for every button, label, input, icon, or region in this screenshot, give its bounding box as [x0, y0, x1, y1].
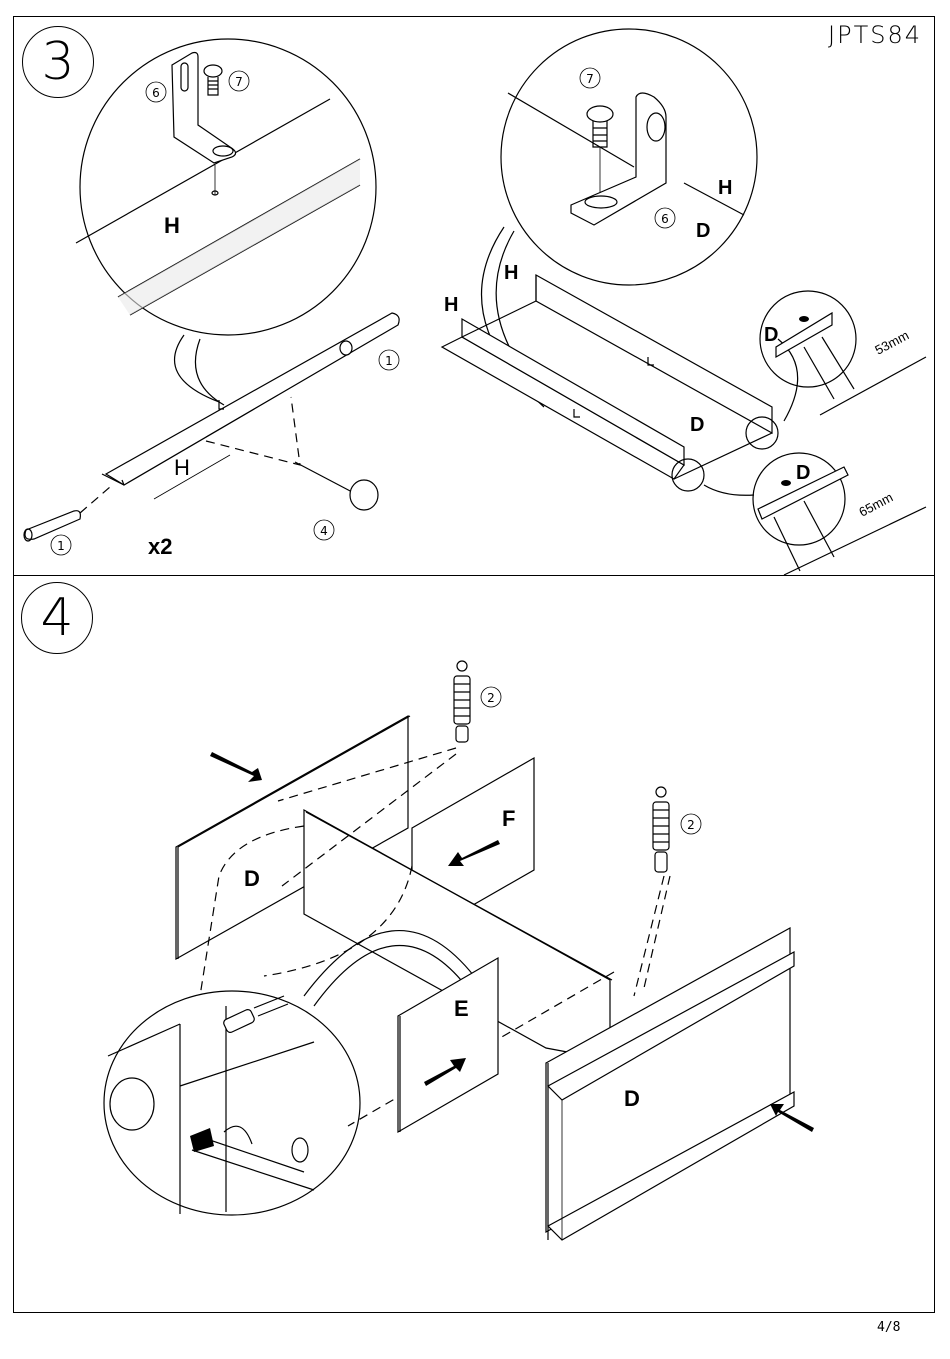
- cam-bolt-top-icon: [453, 660, 471, 743]
- offset-zoom-bottom: [703, 452, 927, 576]
- panel-label-e: E: [454, 996, 469, 1021]
- step-3-panel: 3 JPTS84 H 6 7: [13, 16, 935, 576]
- panel-d-front: [545, 926, 795, 1241]
- shelf-d-assembly: [440, 273, 779, 492]
- bracket-mount-magnifier: [500, 28, 758, 286]
- part-callout-4: 4: [313, 519, 335, 541]
- part-callout-6-right: 6: [654, 207, 676, 229]
- part-callout-1-left: 1: [50, 534, 72, 556]
- part-callout-6: 6: [145, 81, 167, 103]
- svg-text:2: 2: [487, 691, 495, 705]
- bracket-detail-magnifier: [75, 38, 377, 336]
- insert-arrow-left-icon: [210, 752, 262, 782]
- insert-arrow-f-icon: [448, 840, 500, 866]
- model-code: JPTS84: [828, 21, 922, 49]
- svg-text:4: 4: [320, 524, 328, 538]
- quantity-label: x2: [148, 534, 172, 559]
- zoom-label-d-bottom: D: [796, 462, 810, 484]
- step-number-badge: 4: [21, 582, 93, 654]
- panel-label-h: H: [164, 213, 180, 238]
- step-number-badge: 3: [22, 26, 94, 98]
- shelf-label-h-left: H: [444, 294, 458, 316]
- panel-e-side: [397, 956, 499, 1134]
- insert-arrow-e-icon: [424, 1058, 466, 1086]
- assembly-guide-line: [277, 747, 457, 802]
- part-callout-7: 7: [228, 70, 250, 92]
- dowel-left-icon: [24, 510, 81, 540]
- svg-text:6: 6: [661, 212, 669, 226]
- panel-label-f: F: [502, 806, 515, 831]
- detail-label-h: H: [718, 177, 732, 199]
- cam-bolt-right-icon: [652, 786, 670, 873]
- cam-lock-detail-magnifier: [103, 990, 361, 1216]
- rail-label-h: H: [174, 455, 190, 480]
- svg-text:6: 6: [152, 86, 160, 100]
- shelf-label-h-mid: H: [504, 262, 518, 284]
- step-4-panel: 4 2 2 D: [13, 575, 935, 1313]
- zoom-label-d-top: D: [764, 324, 778, 346]
- panel-label-d-left: D: [244, 866, 260, 891]
- step-4-illustration: 2 2 D F: [103, 660, 814, 1241]
- svg-text:1: 1: [385, 354, 393, 368]
- part-callout-7-right: 7: [579, 67, 601, 89]
- screwdriver-icon: [190, 1128, 214, 1152]
- nail-head-icon: [349, 479, 379, 511]
- dimension-65mm: 65mm: [856, 489, 895, 519]
- step-3-illustration: H 6 7: [23, 28, 927, 576]
- magnifier-pointer: [174, 334, 220, 403]
- panel-label-d-front: D: [624, 1086, 640, 1111]
- page-indicator: 4/8: [877, 1320, 901, 1335]
- svg-text:2: 2: [687, 818, 695, 832]
- panel-d-left: [175, 714, 411, 961]
- detail-label-d: D: [696, 220, 710, 242]
- shelf-label-d: D: [690, 414, 704, 436]
- svg-text:7: 7: [586, 72, 594, 86]
- rail-h: [23, 312, 400, 542]
- insert-arrow-front-icon: [770, 1104, 814, 1132]
- magnifier-pointer: [303, 930, 475, 997]
- svg-text:1: 1: [57, 539, 65, 553]
- offset-zoom-top: [759, 290, 927, 422]
- svg-text:7: 7: [235, 75, 243, 89]
- dimension-53mm: 53mm: [872, 327, 911, 357]
- part-callout-2-right: 2: [680, 813, 702, 835]
- part-callout-1-right: 1: [378, 349, 400, 371]
- part-callout-2-top: 2: [480, 686, 502, 708]
